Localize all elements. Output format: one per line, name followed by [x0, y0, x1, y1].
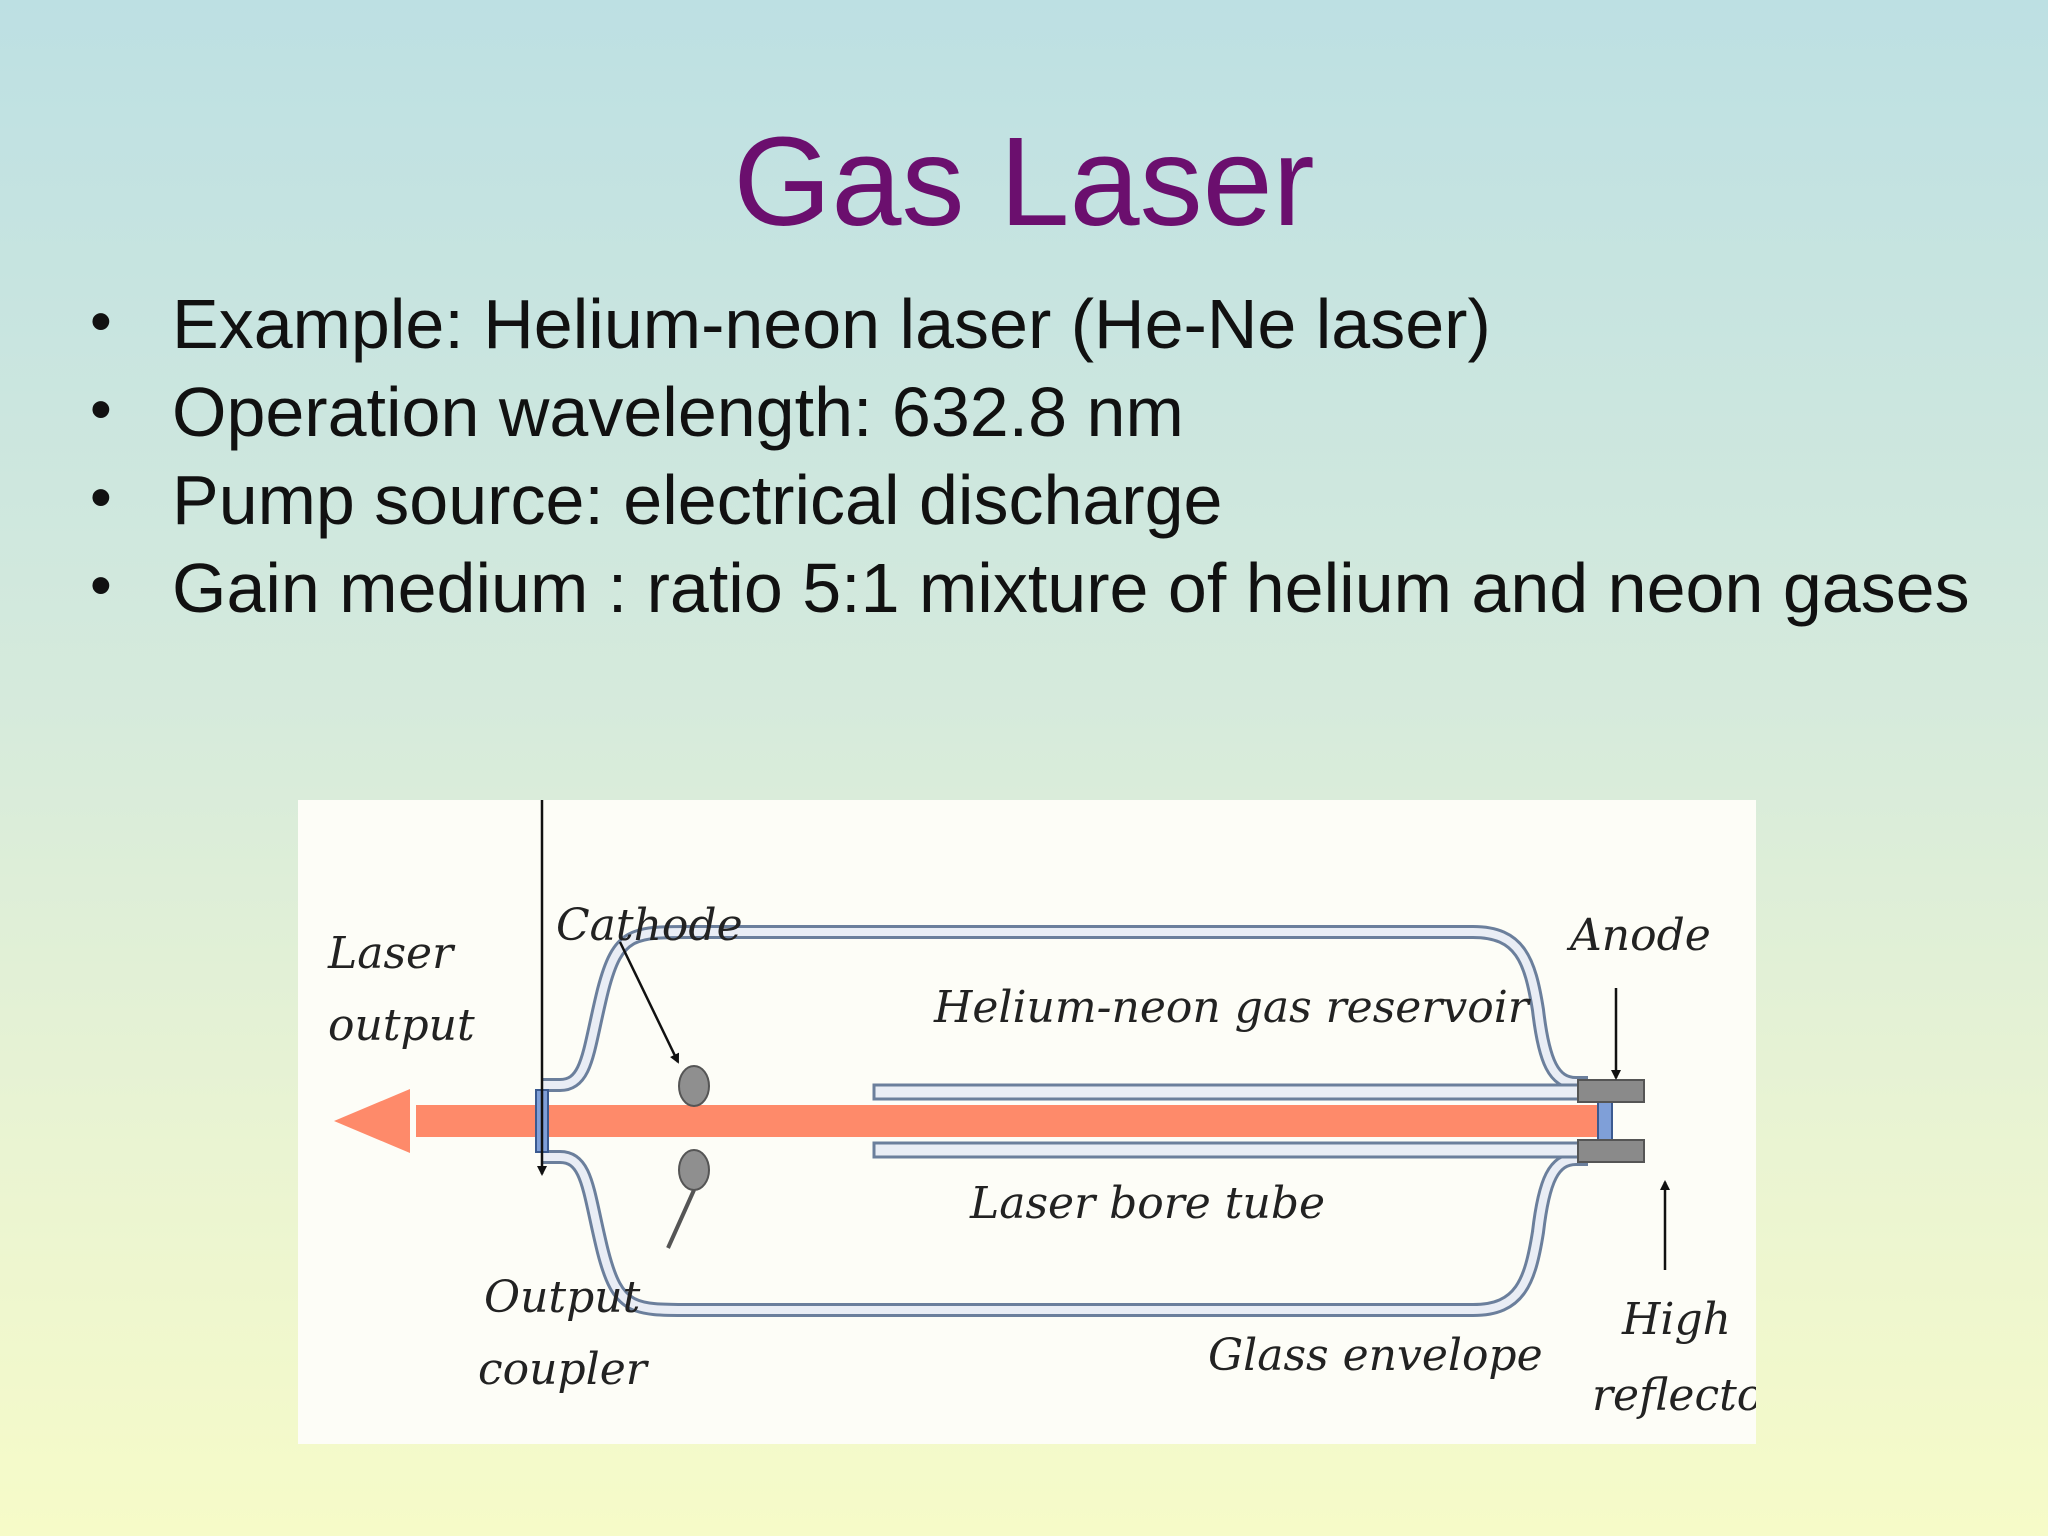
bullet-item: Pump source: electrical discharge: [90, 460, 1990, 538]
bore-tube-upper-wall: [872, 1083, 1590, 1101]
label-laser-output-line1: Laser: [327, 928, 456, 979]
bullet-item: Gain medium : ratio 5:1 mixture of heliu…: [90, 548, 1990, 626]
cathode-electrode-top: [678, 1065, 710, 1107]
glass-envelope-lower-inner: [543, 1153, 1588, 1314]
cathode-lead: [666, 1189, 696, 1249]
slide-title: Gas Laser: [733, 111, 1315, 252]
label-high-reflector-line1: High: [1621, 1294, 1731, 1345]
cathode-electrode-bottom: [678, 1149, 710, 1191]
laser-diagram-panel: Laser output Cathode Helium-neon gas res…: [298, 800, 1756, 1444]
glass-envelope: [543, 925, 1588, 1317]
bullet-item: Example: Helium-neon laser (He-Ne laser): [90, 284, 1990, 362]
he-ne-laser-diagram: Laser output Cathode Helium-neon gas res…: [327, 800, 1756, 1421]
bore-tube-lower-wall: [872, 1141, 1590, 1159]
cathode-pointer-arrow: [618, 941, 680, 1064]
label-glass-envelope: Glass envelope: [1208, 1330, 1543, 1381]
bullet-list: Example: Helium-neon laser (He-Ne laser)…: [90, 284, 1990, 638]
anode-electrode-top: [1577, 1079, 1645, 1103]
label-output-coupler-line2: coupler: [478, 1344, 650, 1395]
laser-output-arrow: [334, 1089, 410, 1153]
label-cathode: Cathode: [556, 900, 743, 951]
label-reservoir: Helium-neon gas reservoir: [933, 982, 1532, 1033]
label-laser-output-line2: output: [328, 1000, 475, 1051]
label-anode: Anode: [1566, 910, 1711, 961]
bullet-item: Operation wavelength: 632.8 nm: [90, 372, 1990, 450]
label-high-reflector-line2: reflector: [1592, 1370, 1756, 1421]
glass-envelope-upper-inner: [543, 928, 1588, 1089]
laser-beam: [548, 1105, 1598, 1137]
label-bore-tube: Laser bore tube: [969, 1178, 1325, 1229]
anode-electrode-bottom: [1577, 1139, 1645, 1163]
laser-output-beam: [416, 1105, 541, 1137]
label-output-coupler-line1: Output: [484, 1272, 641, 1323]
